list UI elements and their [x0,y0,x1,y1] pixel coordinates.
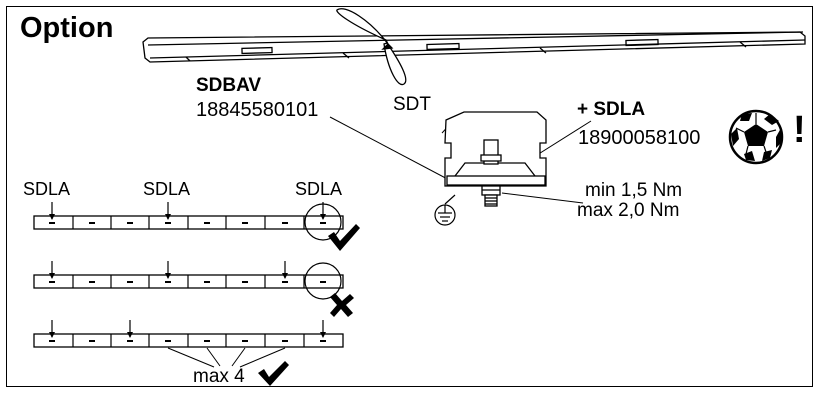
rail-row-1 [33,201,344,241]
ground-icon [434,194,456,226]
rail-row-2 [33,260,344,300]
torque-max: max 2,0 Nm [577,200,680,221]
rail-label: SDLA [143,179,191,199]
diagram-frame [6,6,813,387]
cable-loop [336,8,407,86]
football-icon [728,109,784,165]
rail-row-3 [33,319,344,368]
checkmark-icon [258,361,289,386]
max-label: max 4 [193,366,245,387]
warning-mark: ! [793,109,806,151]
sdt-terminal [444,111,547,207]
torque-min: min 1,5 Nm [585,180,683,201]
sdbav-name: SDBAV [196,75,262,96]
sdla-name: + SDLA [577,99,646,120]
rail-label: SDLA [23,179,71,199]
checkmark-icon [328,224,360,251]
rail-label: SDLA [295,179,343,199]
page-title: Option [20,12,114,44]
cross-icon [330,293,354,317]
sdbav-number: 18845580101 [196,99,319,121]
sdla-number: 18900058100 [578,127,701,149]
top-rail [142,31,806,63]
sdt-label: SDT [393,94,431,115]
